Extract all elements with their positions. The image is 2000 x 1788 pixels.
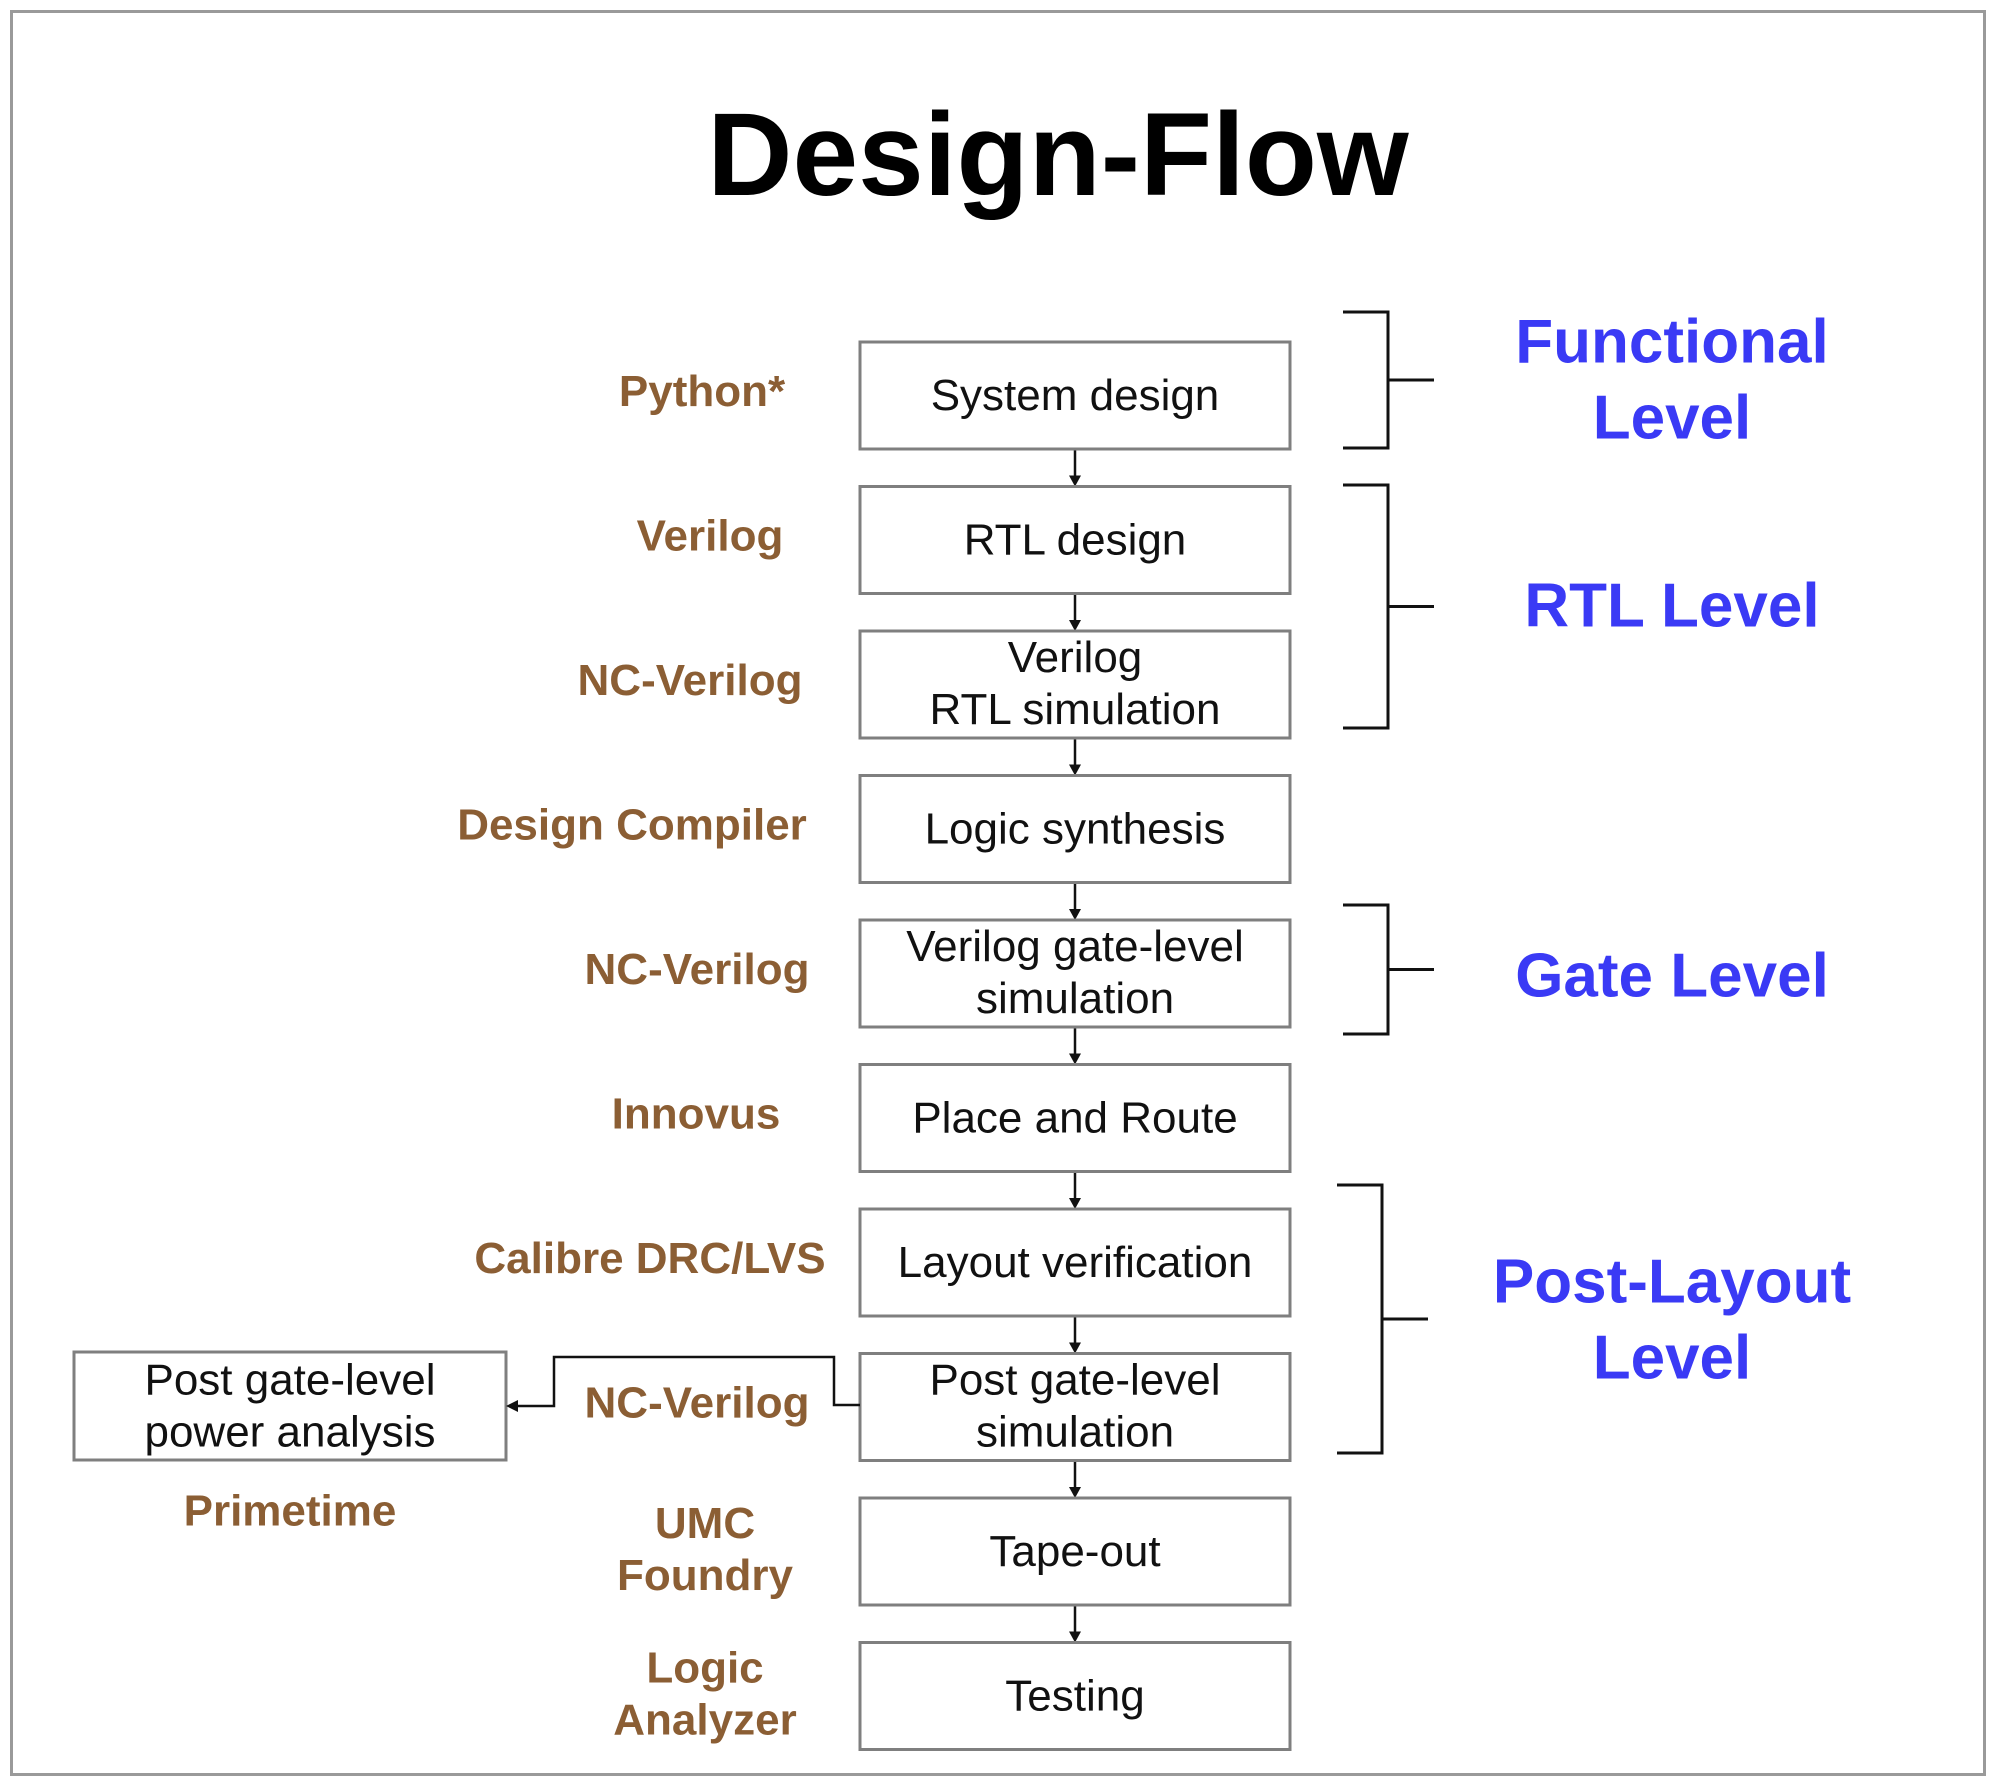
step-verilog-rtl-simulation-line-1: Verilog: [1008, 633, 1143, 682]
step-testing: Testing: [858, 1641, 1292, 1751]
level-functional-level-line-2: Level: [1593, 384, 1752, 453]
bracket-rtl-level: [1343, 483, 1434, 730]
level-rtl-level: RTL Level: [1524, 572, 1819, 641]
step-place-and-route-box: [858, 1063, 1292, 1173]
flow-arrowhead-2: [1069, 620, 1081, 631]
step-verilog-gate-level-simulation-line-1: Verilog gate-level: [906, 922, 1244, 971]
step-layout-verification-box: [858, 1207, 1292, 1318]
side-step-post-gate-level-power-analysis-line-1: Post gate-level: [144, 1356, 435, 1405]
level-functional-level-line-1: Functional: [1515, 308, 1828, 377]
step-post-gate-level-simulation-box: [858, 1352, 1292, 1462]
connectors: [1069, 449, 1081, 1643]
step-rtl-design-line-1: RTL design: [964, 516, 1187, 565]
tool-nc-verilog-5-line-1: NC-Verilog: [585, 945, 810, 994]
step-logic-synthesis: Logic synthesis: [858, 774, 1292, 884]
step-layout-verification: Layout verification: [858, 1207, 1292, 1318]
tool-python-1-line-1: Python*: [619, 367, 786, 416]
flow-arrowhead-1: [1069, 475, 1081, 487]
tool-nc-verilog-8: NC-Verilog: [585, 1379, 810, 1428]
step-layout-verification-line-1: Layout verification: [898, 1238, 1253, 1287]
step-verilog-rtl-simulation-line-2: RTL simulation: [929, 685, 1220, 734]
tool-primetime: Primetime: [184, 1487, 397, 1536]
level-gate-level: Gate Level: [1515, 942, 1829, 1011]
step-system-design: System design: [858, 340, 1292, 451]
tool-verilog-2-line-1: Verilog: [637, 512, 784, 561]
step-verilog-gate-level-simulation-line-2: simulation: [976, 974, 1174, 1023]
tool-umc-foundry-9-line-1: UMC: [655, 1499, 755, 1548]
step-tape-out: Tape-out: [858, 1496, 1292, 1607]
step-system-design-line-1: System design: [931, 371, 1220, 420]
step-place-and-route: Place and Route: [858, 1063, 1292, 1173]
step-post-gate-level-simulation-line-2: simulation: [976, 1408, 1174, 1457]
flow-arrowhead-7: [1069, 1342, 1081, 1354]
step-logic-synthesis-line-1: Logic synthesis: [925, 805, 1226, 854]
diagram-frame: [10, 10, 1986, 1776]
flow-arrowhead-9: [1069, 1631, 1081, 1643]
tool-logic-analyzer-10-line-2: Analyzer: [613, 1696, 796, 1745]
flow-arrowhead-6: [1069, 1198, 1081, 1209]
side-step-post-gate-level-power-analysis-line-2: power analysis: [144, 1408, 435, 1457]
step-rtl-design-box: [858, 485, 1292, 595]
level-gate-level-line-1: Gate Level: [1515, 942, 1829, 1011]
tool-innovus-6-line-1: Innovus: [612, 1090, 781, 1139]
tool-umc-foundry-9-line-2: Foundry: [617, 1551, 794, 1600]
tool-nc-verilog-3: NC-Verilog: [578, 656, 803, 705]
step-testing-box: [858, 1641, 1292, 1751]
tool-verilog-2: Verilog: [637, 512, 784, 561]
tool-design-compiler-4-line-1: Design Compiler: [457, 801, 807, 850]
step-place-and-route-line-1: Place and Route: [912, 1094, 1237, 1143]
power-analysis-arrowhead: [506, 1400, 518, 1412]
flow-arrowhead-8: [1069, 1487, 1081, 1498]
step-testing-line-1: Testing: [1005, 1672, 1144, 1721]
level-brackets: [1337, 310, 1434, 1455]
flow-arrowhead-5: [1069, 1053, 1081, 1065]
flow-arrowhead-3: [1069, 764, 1081, 776]
bracket-gate-level: [1343, 903, 1434, 1036]
tool-nc-verilog-8-line-1: NC-Verilog: [585, 1379, 810, 1428]
bracket-functional-level: [1343, 310, 1434, 450]
step-post-gate-level-simulation-line-1: Post gate-level: [929, 1356, 1220, 1405]
step-logic-synthesis-box: [858, 774, 1292, 884]
power-analysis-connector: [518, 1355, 860, 1408]
bracket-post-layout-level: [1337, 1183, 1428, 1455]
step-rtl-design: RTL design: [858, 485, 1292, 595]
level-rtl-level-line-1: RTL Level: [1524, 572, 1819, 641]
step-verilog-rtl-simulation-box: [858, 629, 1292, 740]
tool-calibre-drc-lvs-7: Calibre DRC/LVS: [474, 1234, 825, 1283]
step-verilog-gate-level-simulation-box: [858, 918, 1292, 1029]
side-step-post-gate-level-power-analysis-box: [72, 1350, 508, 1462]
tool-logic-analyzer-10-line-1: Logic: [646, 1644, 763, 1693]
flow-arrowhead-4: [1069, 909, 1081, 920]
step-tape-out-line-1: Tape-out: [989, 1527, 1160, 1576]
level-post-layout-level-line-1: Post-Layout: [1493, 1248, 1851, 1317]
level-post-layout-level-line-2: Level: [1593, 1324, 1752, 1393]
tool-python-1: Python*: [619, 367, 786, 416]
step-tape-out-box: [858, 1496, 1292, 1607]
diagram-title: Design-Flow: [707, 89, 1410, 221]
tool-nc-verilog-5: NC-Verilog: [585, 945, 810, 994]
step-system-design-box: [858, 340, 1292, 451]
tool-innovus-6: Innovus: [612, 1090, 781, 1139]
tool-nc-verilog-3-line-1: NC-Verilog: [578, 656, 803, 705]
tool-design-compiler-4: Design Compiler: [457, 801, 807, 850]
tool-calibre-drc-lvs-7-line-1: Calibre DRC/LVS: [474, 1234, 825, 1283]
